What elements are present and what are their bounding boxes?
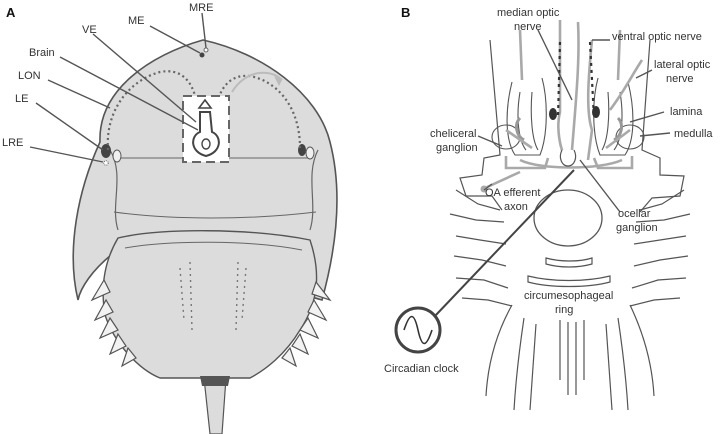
clock-to-axon-line: [434, 169, 575, 317]
leader-medulla: [639, 132, 671, 137]
efferent-arrowhead: [274, 76, 282, 86]
label-median-optic-1: median optic: [497, 7, 560, 19]
label-lateral-optic-1: lateral optic: [654, 59, 711, 71]
ocellar-ganglion: [559, 149, 577, 167]
leader-cheliceral: [477, 135, 503, 147]
label-medulla: medulla: [674, 128, 713, 140]
leader-mre: [201, 12, 207, 49]
telson: [203, 377, 227, 434]
lateral-rudimentary-eye: [103, 160, 109, 166]
opisthosoma-edge: [124, 241, 303, 251]
label-brain: Brain: [29, 47, 55, 59]
label-lateral-optic-2: nerve: [666, 73, 694, 85]
leader-lateral-optic: [635, 69, 653, 79]
left-spines: [90, 278, 137, 368]
label-circadian-clock: Circadian clock: [384, 363, 459, 375]
label-lre: LRE: [2, 137, 23, 149]
label-le: LE: [15, 93, 28, 105]
leader-ocellar: [579, 159, 621, 213]
label-median-optic-2: nerve: [514, 21, 542, 33]
leader-le: [35, 102, 104, 151]
fibre-blobs: [549, 106, 600, 120]
label-circum-1: circumesophageal: [524, 290, 613, 302]
leader-lamina: [629, 111, 665, 123]
leader-ve: [92, 33, 197, 123]
label-oa-efferent-1: OA efferent: [485, 187, 540, 199]
label-ve: VE: [82, 24, 97, 36]
ring-bars: [527, 257, 611, 288]
label-cheliceral-2: ganglion: [436, 142, 478, 154]
leader-median-optic: [537, 29, 573, 101]
esophagus: [533, 189, 603, 247]
median-rudimentary-eye: [203, 47, 209, 53]
brain-center: [201, 138, 211, 150]
right-eye-socket: [305, 146, 315, 160]
left-segmental-nerves: [449, 189, 513, 307]
leader-brain: [59, 56, 199, 131]
telson-base: [200, 376, 230, 386]
central-body: [519, 158, 623, 169]
leader-lon: [47, 79, 111, 109]
label-ocellar-1: ocellar: [618, 208, 651, 220]
label-oa-efferent-2: axon: [504, 201, 528, 213]
panel-b-letter: B: [401, 5, 410, 20]
label-mre: MRE: [189, 2, 213, 14]
opisthosoma-dashes: [179, 261, 247, 331]
central-bridge: [504, 156, 634, 170]
lateral-optic-nerve-right: [216, 74, 302, 149]
right-segmental-nerves: [629, 189, 691, 307]
panel-a: A: [2, 2, 338, 434]
panel-a-letter: A: [6, 5, 16, 20]
label-ventral-optic: ventral optic nerve: [612, 31, 702, 43]
label-me: ME: [128, 15, 145, 27]
sine-wave-icon: [403, 315, 433, 345]
ventral-outline: [485, 304, 655, 397]
leader-lre: [29, 146, 104, 163]
brain: [192, 111, 220, 158]
oa-cell-body: [480, 185, 488, 193]
label-lon: LON: [18, 70, 41, 82]
label-lamina: lamina: [670, 106, 703, 118]
ventral-nerve-cord: [513, 317, 629, 411]
efferent-fibres: [556, 41, 596, 119]
left-lateral-eye: [101, 144, 111, 158]
label-ocellar-2: ganglion: [616, 222, 658, 234]
leader-me: [149, 25, 201, 54]
label-circum-2: ring: [555, 304, 573, 316]
label-cheliceral-1: cheliceral: [430, 128, 476, 140]
protocerebrum-outline: [459, 39, 685, 213]
right-optic-lobe: [593, 77, 645, 156]
brain-top: [197, 98, 213, 109]
leader-oa-efferent: [483, 183, 493, 191]
right-lateral-eye: [298, 144, 306, 156]
right-spines: [281, 280, 332, 368]
left-eye-socket: [112, 149, 122, 163]
panel-b: B: [384, 5, 713, 411]
lamina-arcs: [515, 116, 623, 142]
left-optic-lobe: [491, 77, 547, 156]
efferent-arrow: [231, 71, 283, 93]
median-eye: [199, 52, 205, 58]
